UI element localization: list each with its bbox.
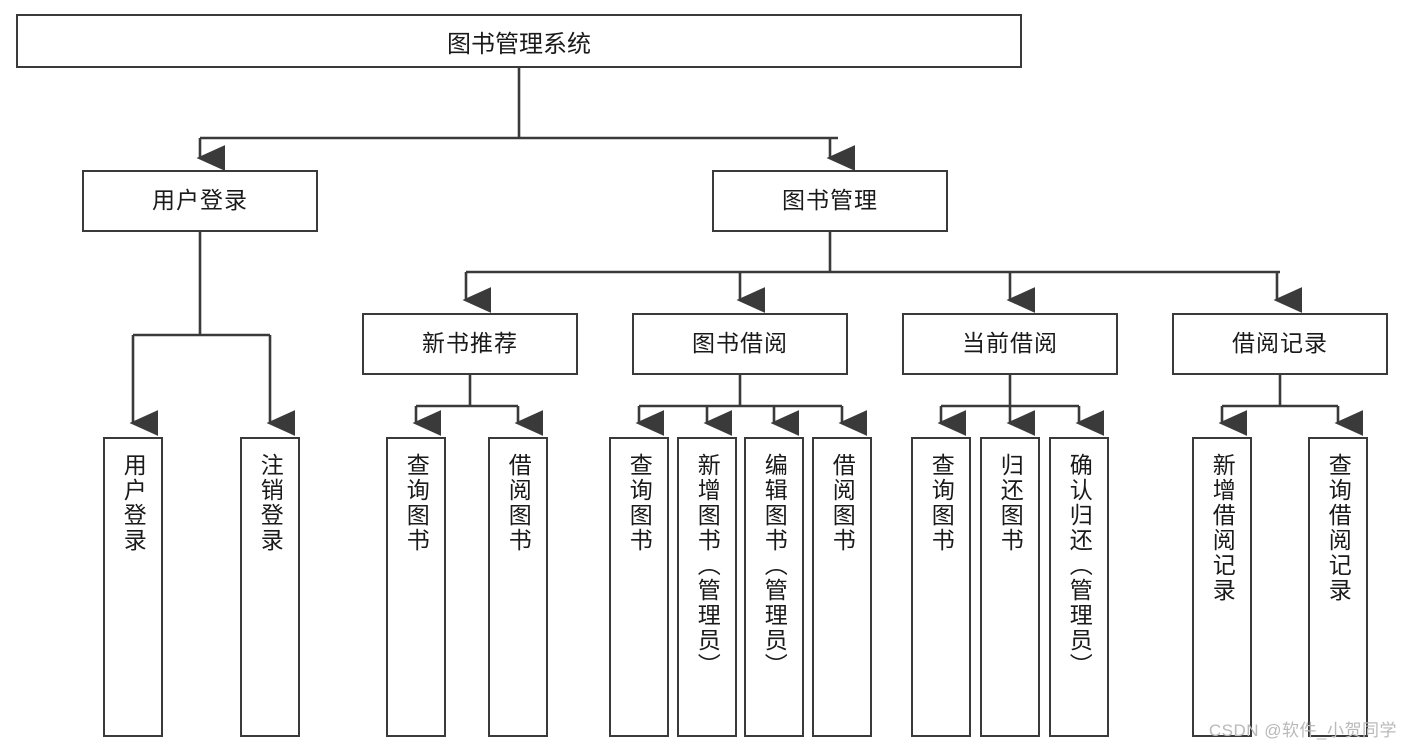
node-label: 新增图书（管理员） <box>694 453 721 678</box>
leaf-new-book-recommend-0[interactable]: 查询图书 <box>386 437 446 737</box>
leaf-current-borrow-1[interactable]: 归还图书 <box>980 437 1040 737</box>
node-label: 归还图书 <box>997 453 1024 553</box>
node-label: 查询图书 <box>626 453 653 553</box>
node-new-book-recommend[interactable]: 新书推荐 <box>362 313 578 375</box>
leaf-book-borrow-3[interactable]: 借阅图书 <box>812 437 872 737</box>
node-label: 确认归还（管理员） <box>1066 453 1093 678</box>
leaf-book-borrow-1[interactable]: 新增图书（管理员） <box>677 437 737 737</box>
node-book-manage[interactable]: 图书管理 <box>712 170 948 232</box>
watermark-text: CSDN @软件_小贺同学 <box>1208 721 1397 740</box>
node-label: 查询借阅记录 <box>1325 453 1352 603</box>
leaf-current-borrow-2[interactable]: 确认归还（管理员） <box>1049 437 1109 737</box>
node-label: 用户登录 <box>152 187 248 214</box>
node-root-system[interactable]: 图书管理系统 <box>16 14 1022 68</box>
leaf-user-login-0[interactable]: 用户登录 <box>103 437 163 737</box>
node-label: 新书推荐 <box>422 330 518 357</box>
leaf-current-borrow-0[interactable]: 查询图书 <box>911 437 971 737</box>
leaf-borrow-record-1[interactable]: 查询借阅记录 <box>1308 437 1368 737</box>
node-current-borrow[interactable]: 当前借阅 <box>902 313 1118 375</box>
node-label: 借阅图书 <box>829 453 856 553</box>
node-label: 借阅图书 <box>505 453 532 553</box>
node-label: 用户登录 <box>120 453 147 553</box>
node-borrow-record[interactable]: 借阅记录 <box>1172 313 1388 375</box>
node-label: 借阅记录 <box>1232 330 1328 357</box>
node-user-login[interactable]: 用户登录 <box>82 170 318 232</box>
leaf-borrow-record-0[interactable]: 新增借阅记录 <box>1192 437 1252 737</box>
node-label: 当前借阅 <box>962 330 1058 357</box>
leaf-book-borrow-0[interactable]: 查询图书 <box>609 437 669 737</box>
leaf-new-book-recommend-1[interactable]: 借阅图书 <box>488 437 548 737</box>
node-label: 查询图书 <box>928 453 955 553</box>
node-label: 查询图书 <box>403 453 430 553</box>
leaf-book-borrow-2[interactable]: 编辑图书（管理员） <box>744 437 804 737</box>
node-label: 图书管理系统 <box>447 30 591 58</box>
node-label: 新增借阅记录 <box>1209 453 1236 603</box>
node-book-borrow[interactable]: 图书借阅 <box>632 313 848 375</box>
node-label: 图书管理 <box>782 187 878 214</box>
node-label: 图书借阅 <box>692 330 788 357</box>
leaf-user-login-1[interactable]: 注销登录 <box>240 437 300 737</box>
node-label: 编辑图书（管理员） <box>761 453 788 678</box>
node-label: 注销登录 <box>257 453 284 553</box>
